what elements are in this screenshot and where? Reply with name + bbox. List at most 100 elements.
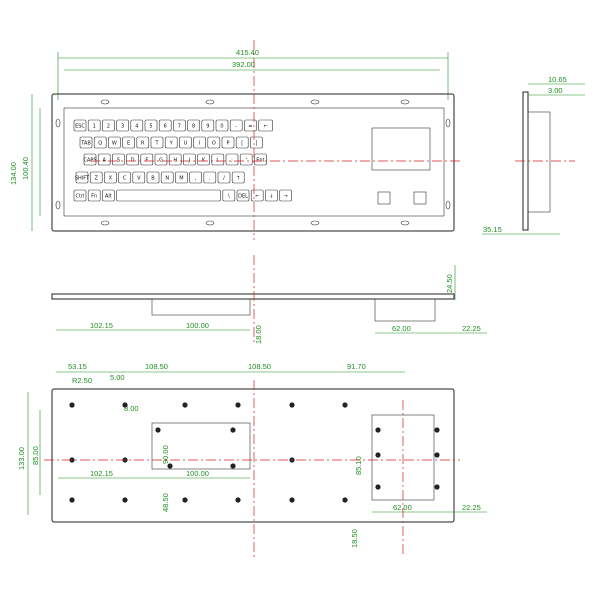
key-label: CAPS	[83, 158, 96, 164]
key	[126, 153, 139, 166]
key	[203, 171, 217, 184]
key	[75, 171, 89, 184]
key-label: TAB	[80, 141, 91, 147]
touchpad	[371, 127, 431, 171]
key	[279, 189, 292, 202]
dim-back-cutout-left: 102.15	[90, 469, 113, 478]
key	[97, 153, 111, 166]
screw-hole	[230, 427, 236, 433]
key-label: J	[188, 158, 190, 164]
key	[239, 153, 253, 166]
dim-side-depth: 35.15	[483, 225, 502, 234]
key	[146, 171, 160, 184]
screw-hole	[434, 427, 440, 433]
dim-bottom-right-width: 62.00	[392, 324, 411, 333]
key	[130, 119, 144, 132]
key	[116, 189, 221, 202]
key	[89, 171, 103, 184]
key-label: Ctrl	[76, 194, 85, 200]
screw-hole	[375, 427, 381, 433]
key-label: Y	[169, 141, 174, 147]
key	[197, 153, 210, 166]
key	[265, 189, 278, 202]
key	[132, 171, 146, 184]
screw-hole	[342, 497, 348, 503]
key-label: 3	[121, 124, 124, 130]
key	[87, 119, 101, 132]
key	[164, 136, 178, 149]
key	[173, 119, 186, 132]
key-label: R	[141, 141, 145, 147]
dim-back-spacing-d: 91.70	[347, 362, 366, 371]
key	[79, 136, 93, 149]
key	[183, 153, 196, 166]
key-label: N	[165, 176, 169, 182]
key	[236, 189, 250, 202]
key-label: X	[109, 176, 113, 182]
key-label: ;	[231, 158, 233, 164]
key-label: \	[228, 194, 230, 200]
key	[87, 189, 101, 202]
touchpad-left-button	[377, 191, 391, 205]
screw-hole	[235, 402, 241, 408]
key-label: ESC	[75, 124, 85, 130]
key	[102, 189, 115, 202]
dim-bottom-height: 24.50	[445, 274, 454, 293]
key-label: ,	[195, 176, 197, 182]
key-label: ↑	[236, 176, 240, 182]
key	[250, 189, 264, 202]
screw-hole	[434, 484, 440, 490]
dim-back-bottom-offset: 18.50	[350, 529, 359, 548]
dim-side-top-offset: 10.65	[548, 75, 567, 84]
key-label: 6	[164, 124, 167, 130]
dim-inner-height: 100.40	[21, 157, 30, 180]
key	[104, 171, 117, 184]
key-label: ←	[255, 194, 259, 200]
key-label: 1	[93, 124, 96, 130]
dim-side-flange: 3.00	[548, 86, 563, 95]
dim-back-cutout-height: 90.00	[161, 445, 170, 464]
screw-hole	[122, 402, 128, 408]
key-label: ↓	[269, 194, 273, 200]
key	[254, 153, 267, 166]
key-label: Alt	[105, 194, 112, 200]
dim-bottom-left-offset: 102.15	[90, 321, 113, 330]
key	[221, 136, 235, 149]
key-label: /	[223, 176, 225, 182]
screw-hole	[230, 463, 236, 469]
key-label: '	[246, 158, 247, 164]
screw-hole	[182, 402, 188, 408]
key-label: I	[199, 141, 200, 147]
key	[250, 136, 263, 149]
key	[179, 136, 192, 149]
back-view: 53.15 108.50 108.50 91.70 R2.50 5.00 8.0…	[17, 362, 487, 560]
key	[144, 119, 158, 132]
screw-hole	[289, 402, 295, 408]
dim-bottom-right-offset: 22.25	[462, 324, 481, 333]
back-screw-holes	[69, 402, 440, 503]
screw-hole	[235, 497, 241, 503]
key	[225, 153, 239, 166]
key-label: F	[145, 158, 148, 164]
key-label: 7	[178, 124, 181, 130]
key	[235, 136, 249, 149]
key	[118, 171, 131, 184]
dim-back-right-offset: 22.25	[462, 503, 481, 512]
key	[136, 136, 150, 149]
key	[122, 136, 135, 149]
key-label: →	[283, 194, 287, 200]
key-label: [	[241, 141, 243, 147]
bottom-view: 102.15 100.00 62.00 22.25 24.50 18.00	[51, 255, 487, 345]
dim-back-inner-height: 85.00	[31, 446, 40, 465]
key	[150, 136, 164, 149]
key	[158, 119, 172, 132]
key-label: C	[123, 176, 127, 182]
key	[222, 189, 236, 202]
key-label: U	[184, 141, 188, 147]
key-label: V	[137, 176, 141, 182]
dim-back-spacing-a: 53.15	[68, 362, 87, 371]
key-label: B	[151, 176, 155, 182]
key-label: Fn	[91, 194, 97, 200]
key	[229, 119, 243, 132]
